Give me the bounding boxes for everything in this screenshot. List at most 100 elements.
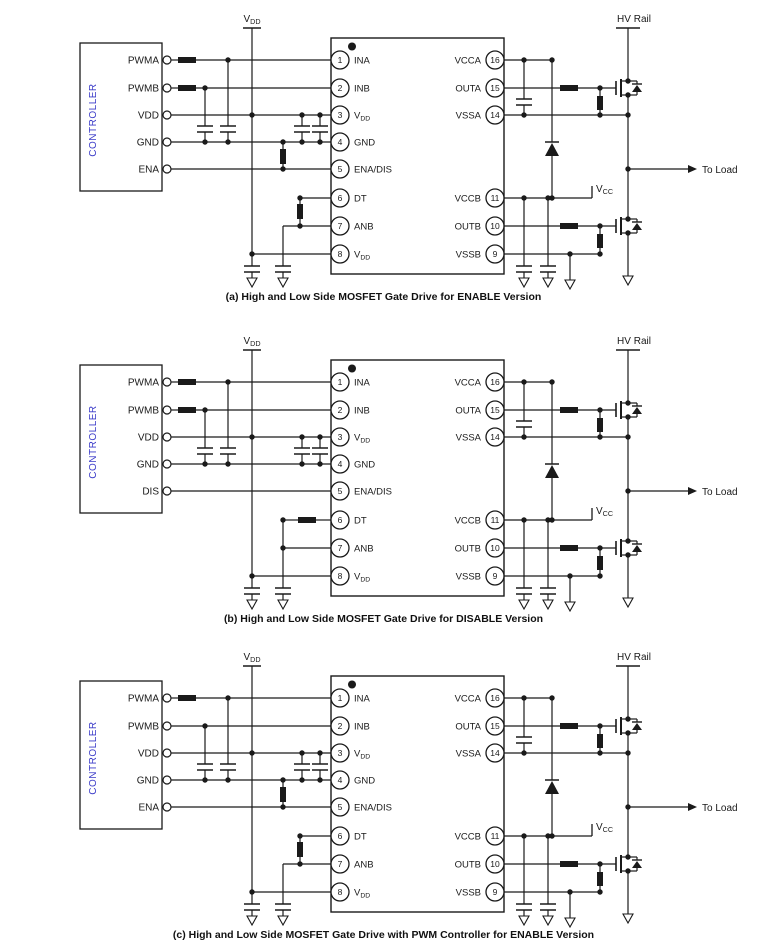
junction-dot — [249, 750, 255, 756]
resistor — [560, 861, 578, 867]
ic-pin-circle — [485, 826, 505, 846]
vdd-rail-label: VDD — [243, 652, 260, 664]
resistor — [597, 234, 603, 248]
ic-pin-number: 5 — [338, 486, 343, 496]
ic-pin-label: VDD — [354, 888, 370, 900]
ic-pin-number: 7 — [338, 221, 343, 231]
ic-pin-circle — [485, 50, 505, 70]
pin1-marker — [348, 364, 356, 373]
ground-symbol — [246, 915, 258, 927]
ic-pin-circle — [330, 481, 350, 501]
resistor — [280, 787, 286, 802]
ic-pin-number: 8 — [338, 887, 343, 897]
ic-pin-label: ANB — [354, 544, 374, 555]
ic-pin-circle — [330, 159, 350, 179]
ground-symbol — [622, 913, 634, 925]
pin1-marker — [348, 680, 356, 689]
diagram-b-caption: (b) High and Low Side MOSFET Gate Drive … — [223, 613, 544, 625]
controller-label: CONTROLLER — [88, 405, 99, 478]
ic-pin-circle — [485, 78, 505, 98]
ground-symbol — [246, 277, 258, 289]
body-diode — [632, 85, 642, 92]
ic-pin-label: VCCB — [455, 832, 481, 843]
ground-symbol — [564, 917, 576, 928]
ic-pin-circle — [330, 688, 350, 708]
junction-dot — [280, 139, 286, 145]
junction-dot — [317, 750, 323, 756]
ic-pin-circle — [330, 743, 350, 763]
mosfet-high-side — [615, 716, 642, 736]
junction-dot — [317, 434, 323, 440]
junction-dot — [280, 166, 286, 172]
controller-pin-label: PWMB — [128, 722, 159, 733]
ic-pin-circle — [330, 510, 350, 530]
hv-rail-label: HV Rail — [617, 336, 651, 347]
body-diode — [632, 545, 642, 552]
ic-pin-label: INA — [354, 56, 371, 67]
junction-dot — [225, 57, 231, 63]
bootstrap-diode — [545, 465, 559, 478]
ic-pin-label: VDD — [354, 749, 370, 761]
controller-pin-circle — [162, 459, 172, 469]
bootstrap-diode — [545, 143, 559, 156]
junction-dot — [317, 112, 323, 118]
to-load-arrowhead — [688, 487, 697, 495]
ic-pin-circle — [330, 454, 350, 474]
ic-pin-label: INA — [354, 378, 371, 389]
ic-pin-circle — [485, 400, 505, 420]
ic-pin-number: 5 — [338, 164, 343, 174]
junction-dot — [202, 85, 208, 91]
junction-dot — [202, 723, 208, 729]
ic-pin-circle — [330, 50, 350, 70]
ground-symbol — [542, 599, 554, 611]
controller-pin-circle — [162, 405, 172, 415]
junction-dot — [280, 777, 286, 783]
junction-dot — [299, 112, 305, 118]
resistor — [560, 407, 578, 413]
mosfet-high-side — [615, 78, 642, 98]
ic-pin-number: 1 — [338, 377, 343, 387]
vcc-label: VCC — [596, 506, 613, 518]
ic-pin-number: 15 — [490, 405, 500, 415]
ic-pin-circle — [330, 78, 350, 98]
junction-dot — [225, 379, 231, 385]
ground-symbol — [246, 599, 258, 611]
junction-dot — [202, 461, 208, 467]
controller-pin-label: PWMA — [128, 56, 159, 67]
ic-pin-number: 16 — [490, 55, 500, 65]
ic-pin-number: 3 — [338, 110, 343, 120]
diagram-a-caption: (a) High and Low Side MOSFET Gate Drive … — [225, 291, 542, 303]
junction-dot — [249, 434, 255, 440]
ic-pin-number: 2 — [338, 83, 343, 93]
ic-body — [330, 37, 505, 275]
controller-pin-circle — [162, 83, 172, 93]
controller-pin-circle — [162, 55, 172, 65]
ic-pin-label: OUTA — [455, 84, 481, 95]
controller-label: CONTROLLER — [88, 83, 99, 156]
resistor — [560, 223, 578, 229]
vdd-rail-label: VDD — [243, 14, 260, 26]
ic-pin-number: 14 — [490, 432, 500, 442]
ic-pin-number: 11 — [491, 193, 500, 203]
ic-pin-number: 3 — [338, 748, 343, 758]
ic-pin-number: 1 — [338, 55, 343, 65]
ic-pin-number: 11 — [491, 515, 500, 525]
ic-pin-label: VCCA — [455, 56, 482, 67]
ground-symbol — [518, 915, 530, 927]
ic-pin-circle — [485, 372, 505, 392]
diagram-c-caption: (c) High and Low Side MOSFET Gate Drive … — [172, 929, 595, 940]
ic-pin-number: 2 — [338, 405, 343, 415]
controller-label: CONTROLLER — [88, 721, 99, 794]
controller-pin-circle — [162, 432, 172, 442]
junction-dot — [299, 434, 305, 440]
resistor — [597, 734, 603, 748]
junction-dot — [249, 112, 255, 118]
to-load-label: To Load — [702, 487, 738, 498]
ic-pin-number: 8 — [338, 571, 343, 581]
ic-pin-number: 14 — [490, 110, 500, 120]
ic-pin-circle — [485, 688, 505, 708]
controller-box — [79, 364, 163, 514]
